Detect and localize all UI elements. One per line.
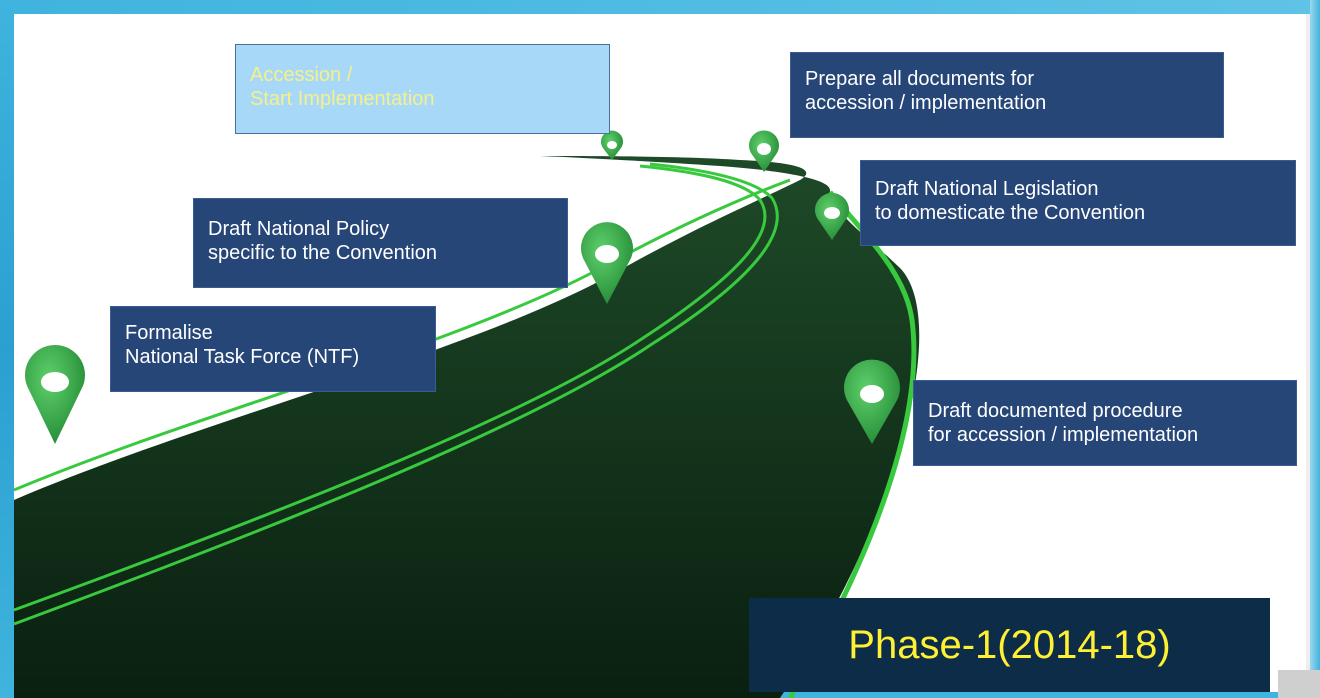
slide-frame-right <box>1310 0 1320 698</box>
milestone-prepare-documents-box: Prepare all documents for accession / im… <box>790 52 1224 138</box>
map-pin-icon <box>25 345 85 444</box>
map-pin-icon <box>844 359 900 444</box>
road-surface <box>14 156 920 698</box>
slide-frame-top <box>0 0 1320 14</box>
milestone-draft-legislation-line2: to domesticate the Convention <box>875 202 1146 224</box>
road-edge-left <box>13 178 791 492</box>
phase-label: Phase-1(2014-18) <box>749 598 1270 692</box>
milestone-prepare-documents-line1: Prepare all documents for <box>805 68 1035 90</box>
milestone-accession-line2: Start Implementation <box>250 88 435 110</box>
milestone-accession-box: Accession / Start Implementation <box>235 44 610 134</box>
map-pin-icon <box>581 222 633 304</box>
milestone-draft-procedure-line2: for accession / implementation <box>928 424 1199 446</box>
milestone-formalise-task-force-line1: Formalise <box>125 322 213 344</box>
road-centre-line-a <box>13 164 767 612</box>
milestone-prepare-documents-line2: accession / implementation <box>805 92 1047 114</box>
map-pin-icon <box>601 130 623 160</box>
milestone-draft-procedure-line1: Draft documented procedure <box>928 400 1183 422</box>
milestone-draft-legislation-line1: Draft National Legislation <box>875 178 1099 200</box>
milestone-draft-policy-box: Draft National Policy specific to the Co… <box>193 198 568 288</box>
milestone-formalise-task-force-box: Formalise National Task Force (NTF) <box>110 306 436 392</box>
milestone-draft-policy-line2: specific to the Convention <box>208 242 438 264</box>
milestone-draft-procedure-box: Draft documented procedure for accession… <box>913 380 1297 466</box>
milestone-accession-line1: Accession / <box>250 64 353 86</box>
milestone-formalise-task-force-line2: National Task Force (NTF) <box>125 346 360 368</box>
map-pin-icon <box>749 130 779 172</box>
slide-corner-shade <box>1278 670 1320 698</box>
milestone-draft-legislation-box: Draft National Legislation to domesticat… <box>860 160 1296 246</box>
road-centre-line-b <box>13 162 779 626</box>
milestone-draft-policy-line1: Draft National Policy <box>208 218 390 240</box>
map-pin-icon <box>815 193 849 240</box>
slide-frame-left <box>0 0 14 698</box>
